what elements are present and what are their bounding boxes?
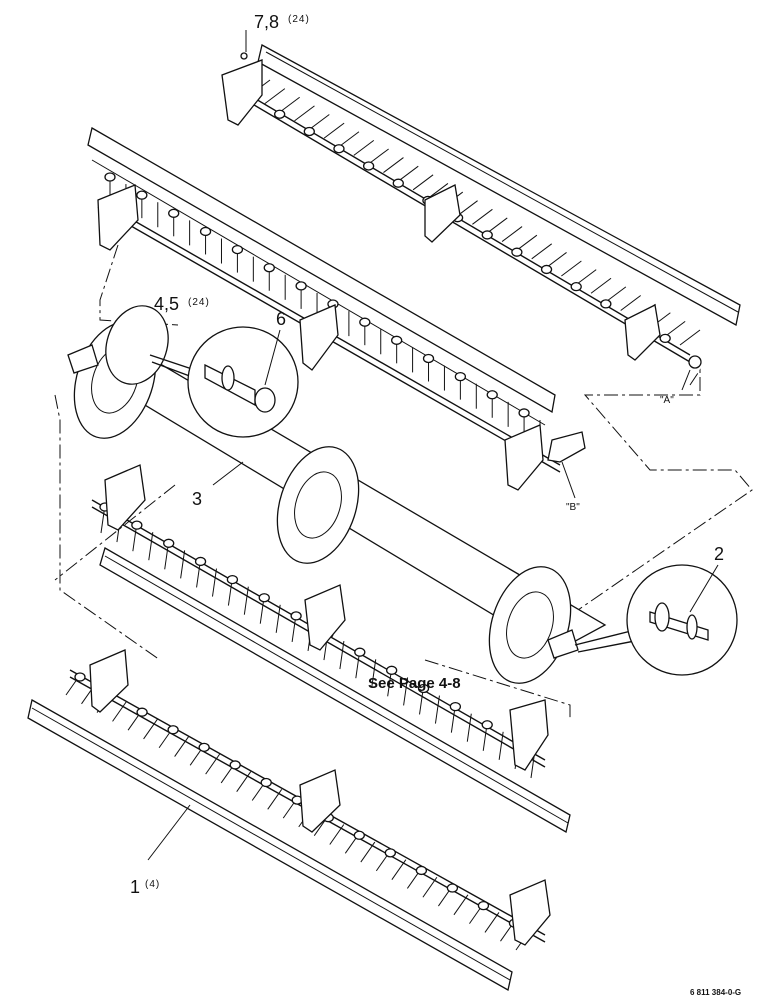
bottom-bat-assembly: [27, 649, 551, 991]
reference-a: "A": [660, 395, 674, 406]
svg-text:(4): (4): [145, 879, 160, 890]
detail-circle-2: [574, 564, 738, 676]
lower-bat-assembly: [91, 464, 571, 833]
svg-text:6: 6: [276, 309, 286, 329]
callout-3: 3: [192, 489, 202, 509]
reference-b: "B": [566, 502, 580, 513]
callout-6: 6: [276, 309, 286, 329]
see-page-note: See Page 4-8: [368, 675, 461, 692]
callout-1: 1 (4): [130, 877, 160, 897]
middle-bat-assembly: [87, 127, 586, 491]
svg-text:(24): (24): [188, 297, 210, 308]
detail-circle-6: [149, 326, 299, 438]
callout-7-8: 7,8 (24): [254, 12, 310, 32]
upper-bat-assembly: [221, 44, 741, 369]
drawing-code: 6 811 384-0-G: [690, 988, 741, 997]
alignment-lines: [54, 244, 753, 720]
svg-text:(24): (24): [288, 14, 310, 25]
svg-text:1: 1: [130, 877, 140, 897]
svg-text:2: 2: [714, 544, 724, 564]
leader-lines: [147, 30, 719, 861]
callout-2: 2: [714, 544, 724, 564]
svg-text:4,5: 4,5: [154, 294, 179, 314]
svg-text:7,8: 7,8: [254, 12, 279, 32]
svg-text:3: 3: [192, 489, 202, 509]
callout-4-5: 4,5 (24): [154, 294, 210, 314]
